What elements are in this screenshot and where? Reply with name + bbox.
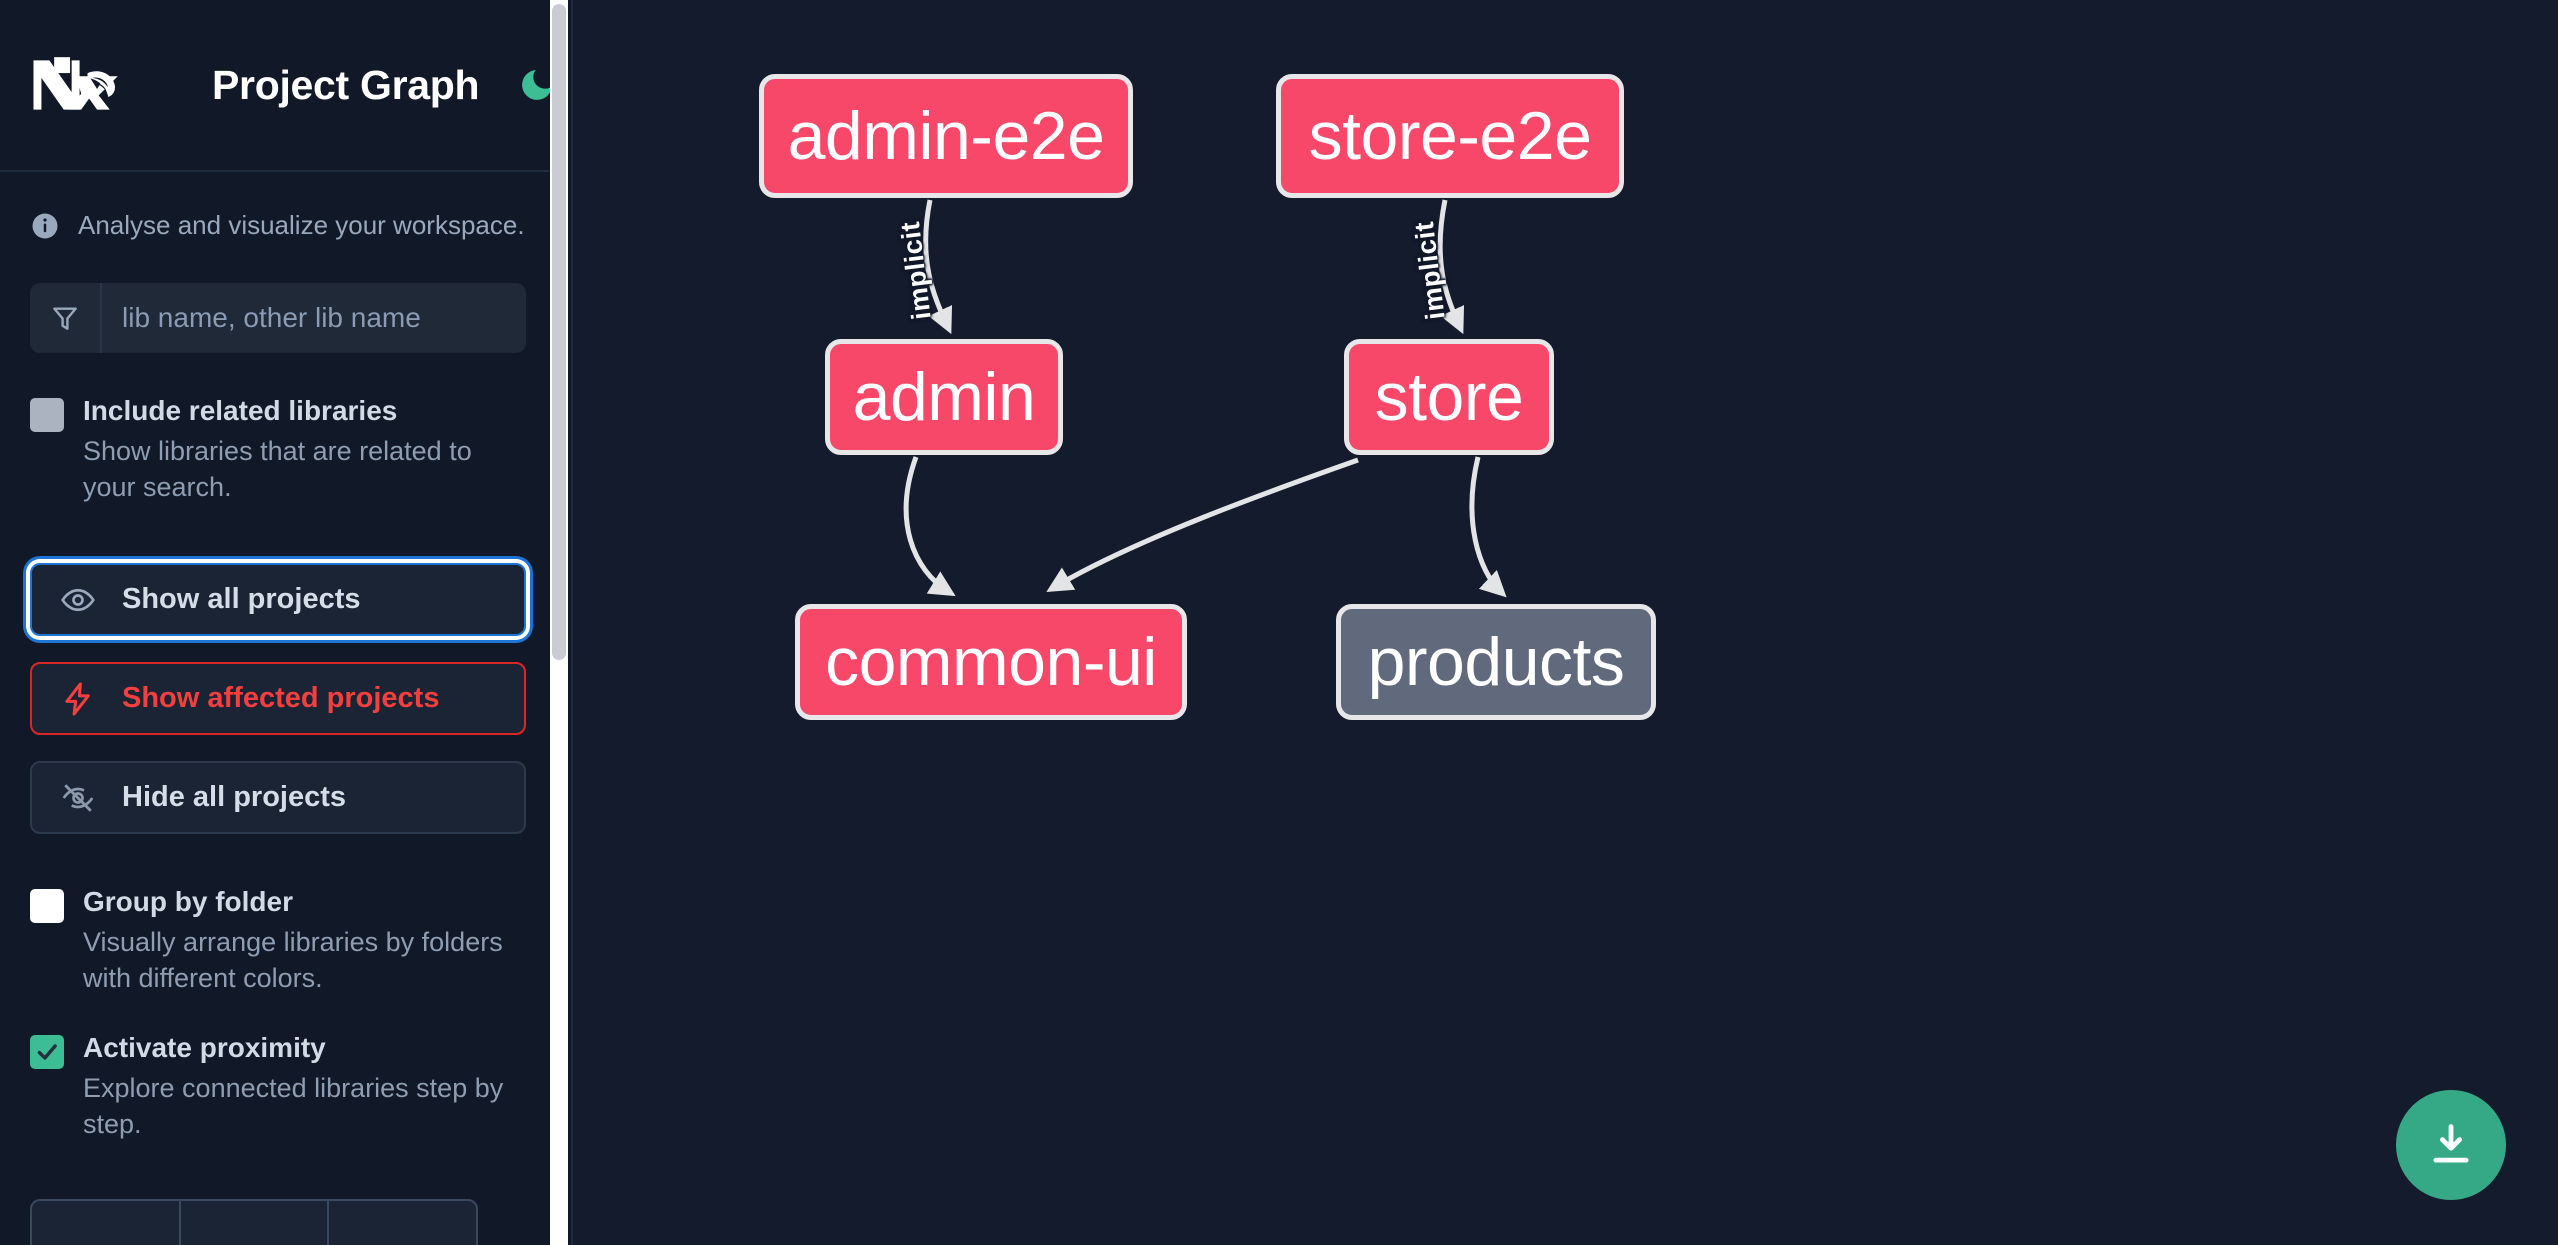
- proximity-segment-1[interactable]: [32, 1201, 181, 1245]
- hide-all-projects-label: Hide all projects: [122, 781, 347, 814]
- nx-logo-icon: [30, 54, 126, 116]
- lightning-bolt-icon: [58, 679, 98, 719]
- checkbox-row-group-by-folder[interactable]: Group by folder Visually arrange librari…: [30, 884, 526, 996]
- activate-proximity-label: Activate proximity: [83, 1032, 326, 1064]
- graph-node-products[interactable]: products: [1336, 604, 1656, 720]
- edge-admin-to-common-ui: [903, 456, 956, 597]
- sidebar: Project Graph Analy: [0, 0, 573, 1245]
- show-all-projects-button[interactable]: Show all projects: [30, 563, 526, 637]
- graph-node-label: store-e2e: [1308, 98, 1592, 174]
- sidebar-scrollbar-thumb[interactable]: [552, 4, 566, 660]
- graph-node-admin[interactable]: admin: [825, 339, 1063, 455]
- eye-off-icon: [58, 778, 98, 818]
- show-all-projects-label: Show all projects: [122, 583, 361, 616]
- download-icon: [2433, 1124, 2469, 1163]
- download-graph-button[interactable]: [2396, 1090, 2506, 1200]
- include-related-libraries-checkbox[interactable]: [30, 398, 64, 432]
- moon-icon[interactable]: [517, 63, 557, 107]
- graph-node-store-e2e[interactable]: store-e2e: [1276, 74, 1624, 198]
- include-related-libraries-description: Show libraries that are related to your …: [83, 435, 472, 502]
- group-by-folder-checkbox[interactable]: [30, 889, 64, 924]
- info-text: Analyse and visualize your workspace.: [78, 210, 525, 240]
- sidebar-scrollbar[interactable]: [550, 0, 568, 1245]
- graph-edges: [903, 199, 1507, 598]
- graph-node-common-ui[interactable]: common-ui: [795, 604, 1187, 720]
- activate-proximity-description: Explore connected libraries step by step…: [83, 1073, 504, 1140]
- funnel-icon: [30, 283, 102, 353]
- graph-node-label: admin-e2e: [787, 98, 1105, 174]
- eye-icon: [58, 580, 98, 620]
- info-circle-icon: [30, 211, 60, 241]
- show-affected-projects-label: Show affected projects: [122, 682, 440, 715]
- page-title: Project Graph: [212, 61, 480, 108]
- proximity-segment-2[interactable]: [181, 1201, 330, 1245]
- sidebar-header: Project Graph: [0, 0, 556, 172]
- hide-all-projects-button[interactable]: Hide all projects: [30, 761, 526, 835]
- edge-store-e2e-to-store: [1437, 199, 1465, 335]
- search-input[interactable]: [102, 283, 526, 353]
- edge-admin-e2e-to-admin: [923, 199, 953, 335]
- group-by-folder-description: Visually arrange libraries by folders wi…: [83, 927, 503, 994]
- info-banner: Analyse and visualize your workspace.: [30, 210, 526, 241]
- proximity-step-segmented-control[interactable]: [30, 1199, 478, 1245]
- activate-proximity-checkbox[interactable]: [30, 1035, 64, 1070]
- graph-node-admin-e2e[interactable]: admin-e2e: [759, 74, 1133, 198]
- checkbox-row-activate-proximity[interactable]: Activate proximity Explore connected lib…: [30, 1030, 526, 1142]
- graph-node-store[interactable]: store: [1344, 339, 1554, 455]
- edge-store-to-common-ui: [1046, 457, 1359, 593]
- graph-node-label: products: [1367, 624, 1625, 700]
- graph-node-label: admin: [852, 359, 1036, 435]
- filter-field[interactable]: [30, 283, 526, 353]
- proximity-segment-3[interactable]: [329, 1201, 476, 1245]
- group-by-folder-label: Group by folder: [83, 886, 293, 918]
- include-related-libraries-label: Include related libraries: [83, 395, 398, 426]
- show-affected-projects-button[interactable]: Show affected projects: [30, 662, 526, 736]
- graph-node-label: common-ui: [825, 624, 1157, 700]
- edge-store-to-products: [1469, 456, 1507, 598]
- graph-canvas[interactable]: admin-e2e store-e2e admin store common-u…: [573, 0, 2558, 1245]
- graph-node-label: store: [1374, 359, 1524, 435]
- checkbox-row-include-related-libraries[interactable]: Include related libraries Show libraries…: [30, 393, 526, 505]
